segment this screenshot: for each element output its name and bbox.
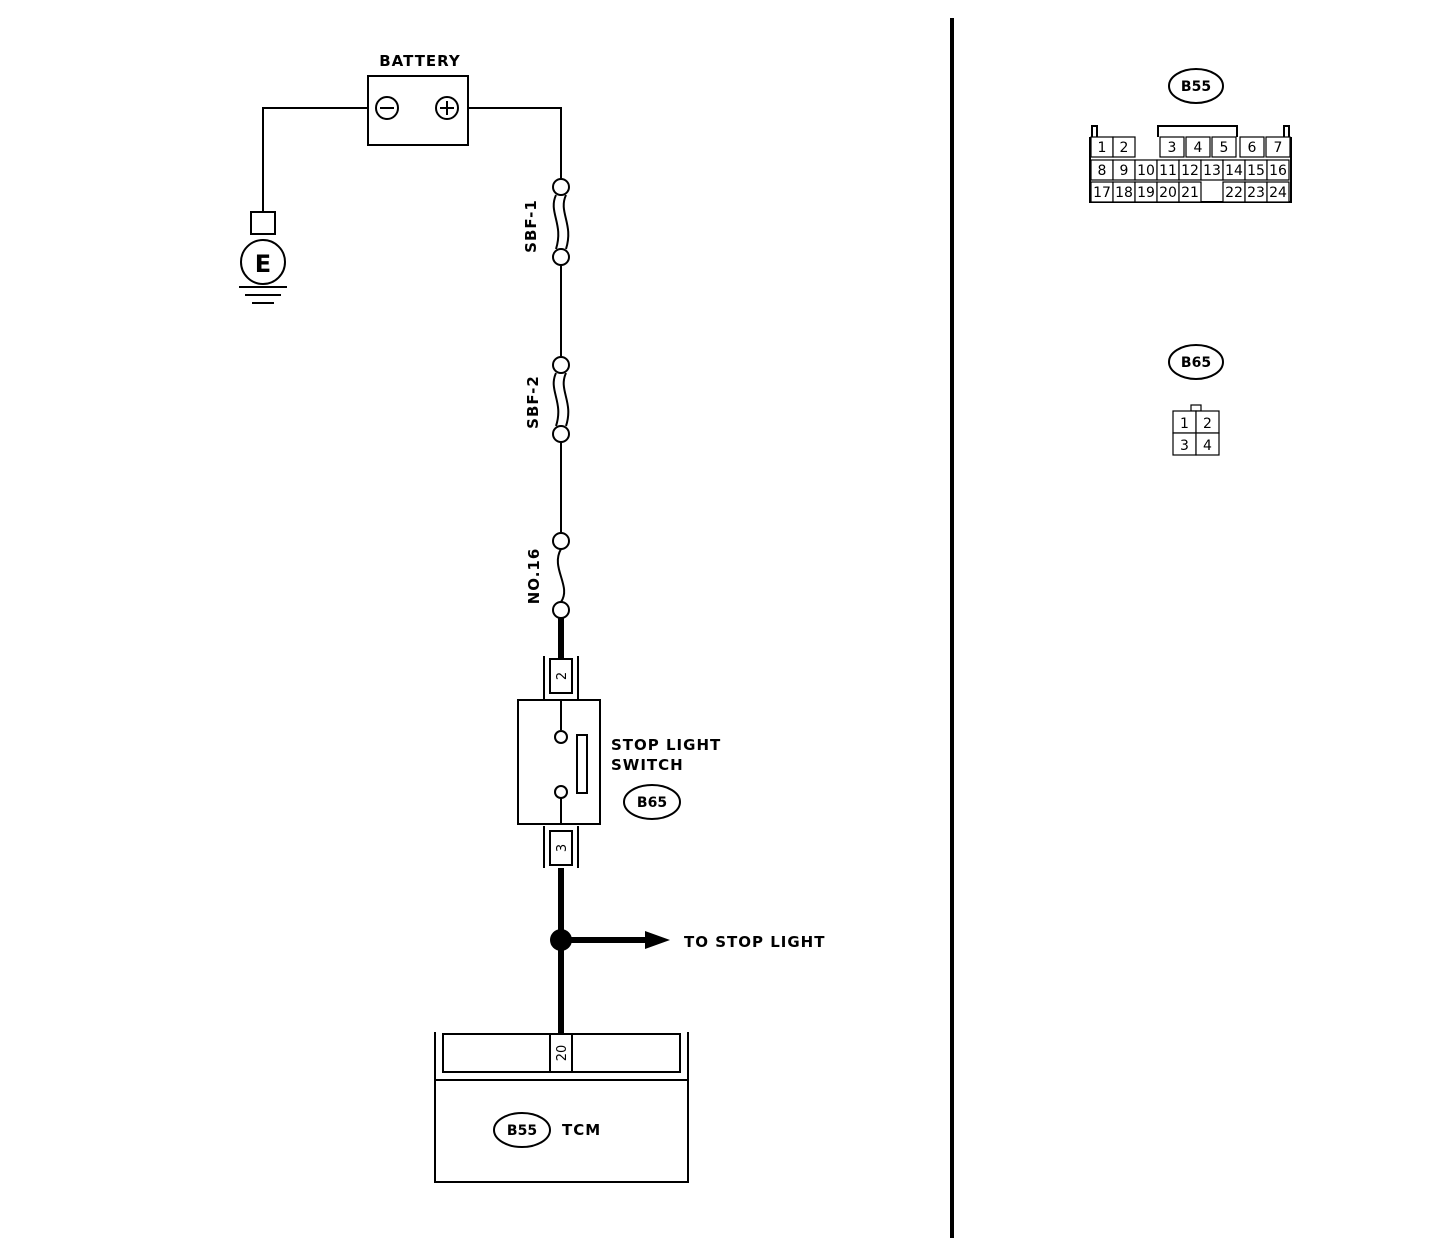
b55-pin-11: 11 (1156, 159, 1180, 181)
svg-text:9: 9 (1120, 163, 1129, 179)
switch-pin-2-label: 2 (555, 672, 570, 680)
wire-battery-positive (468, 107, 562, 180)
fuse-no-16: NO.16 (525, 532, 570, 619)
svg-text:3: 3 (1180, 438, 1189, 454)
connector-b65-badge: B65 (623, 784, 681, 820)
svg-text:18: 18 (1115, 185, 1133, 201)
svg-text:22: 22 (1225, 185, 1243, 201)
b55-pin-16: 16 (1266, 159, 1290, 181)
b55-pin-10: 10 (1134, 159, 1158, 181)
b55-pin-1: 1 (1090, 136, 1114, 158)
switch-pin-3-label: 3 (555, 844, 570, 852)
battery-positive-terminal (435, 96, 459, 120)
svg-text:6: 6 (1248, 140, 1257, 156)
svg-text:21: 21 (1181, 185, 1199, 201)
svg-text:20: 20 (1159, 185, 1177, 201)
svg-text:1: 1 (1180, 416, 1189, 432)
b55-pin-17: 17 (1090, 181, 1114, 203)
b55-pin-22: 22 (1222, 181, 1246, 203)
svg-text:1: 1 (1098, 140, 1107, 156)
svg-text:14: 14 (1225, 163, 1243, 179)
b55-pin-4: 4 (1185, 136, 1211, 158)
svg-text:23: 23 (1247, 185, 1265, 201)
battery: BATTERY (367, 52, 469, 146)
b55-pin-12: 12 (1178, 159, 1202, 181)
svg-text:8: 8 (1098, 163, 1107, 179)
b55-pin-14: 14 (1222, 159, 1246, 181)
b55-pin-8: 8 (1090, 159, 1114, 181)
svg-text:2: 2 (1203, 416, 1212, 432)
fuse-sbf-2: SBF-2 (524, 356, 570, 443)
ground-symbol: E (239, 211, 287, 304)
svg-text:11: 11 (1159, 163, 1177, 179)
b55-pin-18: 18 (1112, 181, 1136, 203)
b55-pin-5: 5 (1211, 136, 1237, 158)
stop-light-switch-label-2: SWITCH (611, 756, 684, 774)
b55-face-id: B55 (1181, 79, 1211, 95)
svg-text:10: 10 (1137, 163, 1155, 179)
b55-pin-2: 2 (1112, 136, 1136, 158)
to-stop-light-arrow (561, 931, 670, 949)
svg-text:4: 4 (1194, 140, 1203, 156)
b55-pin-15: 15 (1244, 159, 1268, 181)
fuse-no-16-label: NO.16 (525, 548, 543, 605)
b55-pin-23: 23 (1244, 181, 1268, 203)
b65-face-id: B65 (1181, 355, 1211, 371)
fuse-sbf-2-label: SBF-2 (524, 375, 542, 429)
ground-label: E (255, 250, 271, 278)
b55-pin-13: 13 (1200, 159, 1224, 181)
b55-pin-21: 21 (1178, 181, 1202, 203)
svg-text:24: 24 (1269, 185, 1287, 201)
b55-pin-6: 6 (1239, 136, 1265, 158)
switch-pin-2: 2 (543, 656, 579, 699)
b55-pin-9: 9 (1112, 159, 1136, 181)
b55-pin-24: 24 (1266, 181, 1290, 203)
b55-pin-7: 7 (1265, 136, 1291, 158)
tcm-pin-20: 20 (549, 1033, 573, 1073)
svg-text:3: 3 (1168, 140, 1177, 156)
b55-pin-20: 20 (1156, 181, 1180, 203)
svg-text:15: 15 (1247, 163, 1265, 179)
to-stop-light-label: TO STOP LIGHT (684, 933, 825, 951)
tcm-module: 20 B55 TCM (434, 1032, 689, 1183)
b65-pin-1: 1 (1172, 410, 1197, 434)
battery-negative-terminal (375, 96, 399, 120)
svg-text:4: 4 (1203, 438, 1212, 454)
svg-text:19: 19 (1137, 185, 1155, 201)
b55-pin-19: 19 (1134, 181, 1158, 203)
battery-label: BATTERY (379, 52, 461, 70)
wire-battery-negative (262, 107, 368, 212)
connector-b55-badge: B55 (493, 1112, 551, 1148)
switch-pin-3: 3 (543, 826, 579, 868)
fuse-sbf-1: SBF-1 (522, 178, 570, 266)
svg-text:13: 13 (1203, 163, 1221, 179)
fuse-sbf-1-label: SBF-1 (522, 199, 540, 253)
svg-text:12: 12 (1181, 163, 1199, 179)
svg-text:7: 7 (1274, 140, 1283, 156)
b65-pin-3: 3 (1172, 432, 1197, 456)
tcm-pin-20-label: 20 (555, 1045, 570, 1062)
svg-text:B65: B65 (637, 795, 667, 811)
svg-text:5: 5 (1220, 140, 1229, 156)
b65-pin-4: 4 (1195, 432, 1220, 456)
stop-light-switch-label-1: STOP LIGHT (611, 736, 721, 754)
b55-pin-3: 3 (1159, 136, 1185, 158)
svg-text:B55: B55 (507, 1123, 537, 1139)
svg-text:16: 16 (1269, 163, 1287, 179)
tcm-label: TCM (562, 1121, 601, 1139)
b65-pin-2: 2 (1195, 410, 1220, 434)
stop-light-switch: 2 3 STOP LIGHT SWITCH B65 (517, 656, 721, 868)
svg-text:2: 2 (1120, 140, 1129, 156)
svg-text:17: 17 (1093, 185, 1111, 201)
